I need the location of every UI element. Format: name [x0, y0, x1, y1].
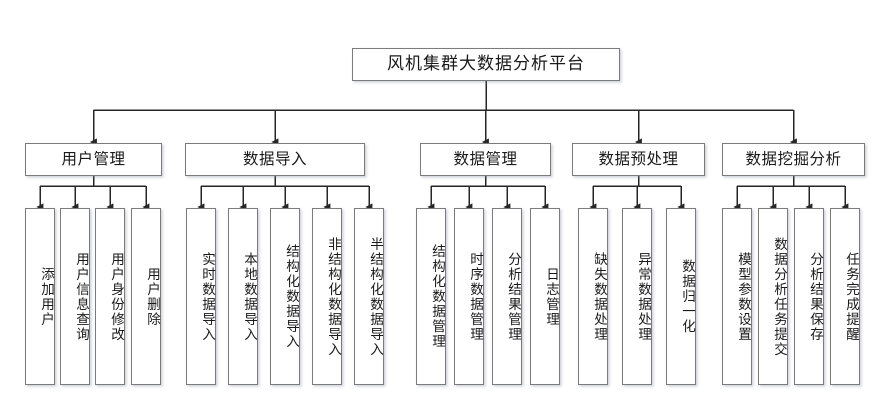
leaf-node-4-0-label: 模型参数设置 — [736, 251, 751, 342]
leaf-node-2-1[interactable]: 时序数据管理 — [454, 208, 484, 385]
leaf-node-4-1[interactable]: 数据分析任务提交 — [758, 208, 788, 385]
root-node-label: 风机集群大数据分析平台 — [387, 54, 585, 74]
leaf-node-1-2-label: 结构化数据导入 — [284, 244, 299, 349]
leaf-node-1-4-label: 半结构化数据导入 — [368, 236, 383, 357]
leaf-node-1-1-label: 本地数据导入 — [242, 251, 257, 342]
leaf-node-0-0[interactable]: 添加用户 — [25, 208, 55, 385]
leaf-node-2-3-label: 日志管理 — [544, 266, 559, 327]
leaf-node-0-1[interactable]: 用户信息查询 — [60, 208, 90, 385]
leaf-node-3-1-label: 异常数据处理 — [636, 251, 651, 342]
branch-node-1[interactable]: 数据导入 — [185, 143, 365, 176]
leaf-node-4-1-label: 数据分析任务提交 — [772, 236, 787, 357]
leaf-node-0-1-label: 用户信息查询 — [74, 251, 89, 342]
leaf-node-1-2[interactable]: 结构化数据导入 — [270, 208, 300, 385]
leaf-node-0-2[interactable]: 用户身份修改 — [95, 208, 125, 385]
leaf-node-2-0[interactable]: 结构化数据管理 — [416, 208, 446, 385]
leaf-node-3-1[interactable]: 异常数据处理 — [622, 208, 652, 385]
leaf-node-1-3[interactable]: 非结构化数据导入 — [312, 208, 342, 385]
branch-node-1-label: 数据导入 — [242, 150, 307, 168]
leaf-node-4-2-label: 分析结果保存 — [808, 251, 823, 342]
leaf-node-0-2-label: 用户身份修改 — [109, 251, 124, 342]
root-node[interactable]: 风机集群大数据分析平台 — [352, 48, 620, 81]
branch-node-2-label: 数据管理 — [453, 150, 518, 168]
leaf-node-0-3-label: 用户删除 — [145, 266, 160, 327]
leaf-node-0-0-label: 添加用户 — [39, 266, 54, 327]
leaf-node-2-3[interactable]: 日志管理 — [530, 208, 560, 385]
branch-node-3[interactable]: 数据预处理 — [572, 143, 705, 176]
leaf-node-2-2-label: 分析结果管理 — [506, 251, 521, 342]
leaf-node-4-2[interactable]: 分析结果保存 — [794, 208, 824, 385]
leaf-node-2-0-label: 结构化数据管理 — [430, 244, 445, 349]
branch-node-4-label: 数据挖掘分析 — [745, 150, 842, 168]
branch-node-3-label: 数据预处理 — [598, 150, 679, 168]
leaf-node-2-2[interactable]: 分析结果管理 — [492, 208, 522, 385]
leaf-node-4-0[interactable]: 模型参数设置 — [722, 208, 752, 385]
leaf-node-1-0-label: 实时数据导入 — [200, 251, 215, 342]
leaf-node-4-3-label: 任务完成提醒 — [844, 251, 859, 342]
branch-node-2[interactable]: 数据管理 — [420, 143, 551, 176]
leaf-node-2-1-label: 时序数据管理 — [468, 251, 483, 342]
branch-node-0-label: 用户管理 — [61, 150, 126, 168]
leaf-node-3-2-label: 数据归一化 — [680, 259, 695, 334]
leaf-node-0-3[interactable]: 用户删除 — [131, 208, 161, 385]
leaf-node-4-3[interactable]: 任务完成提醒 — [830, 208, 860, 385]
leaf-node-1-4[interactable]: 半结构化数据导入 — [354, 208, 384, 385]
leaf-node-3-0[interactable]: 缺失数据处理 — [578, 208, 608, 385]
leaf-node-1-0[interactable]: 实时数据导入 — [186, 208, 216, 385]
leaf-node-3-2[interactable]: 数据归一化 — [666, 208, 696, 385]
leaf-node-1-1[interactable]: 本地数据导入 — [228, 208, 258, 385]
leaf-node-1-3-label: 非结构化数据导入 — [326, 236, 341, 357]
branch-node-0[interactable]: 用户管理 — [25, 143, 162, 176]
branch-node-4[interactable]: 数据挖掘分析 — [722, 143, 865, 176]
leaf-node-3-0-label: 缺失数据处理 — [592, 251, 607, 342]
